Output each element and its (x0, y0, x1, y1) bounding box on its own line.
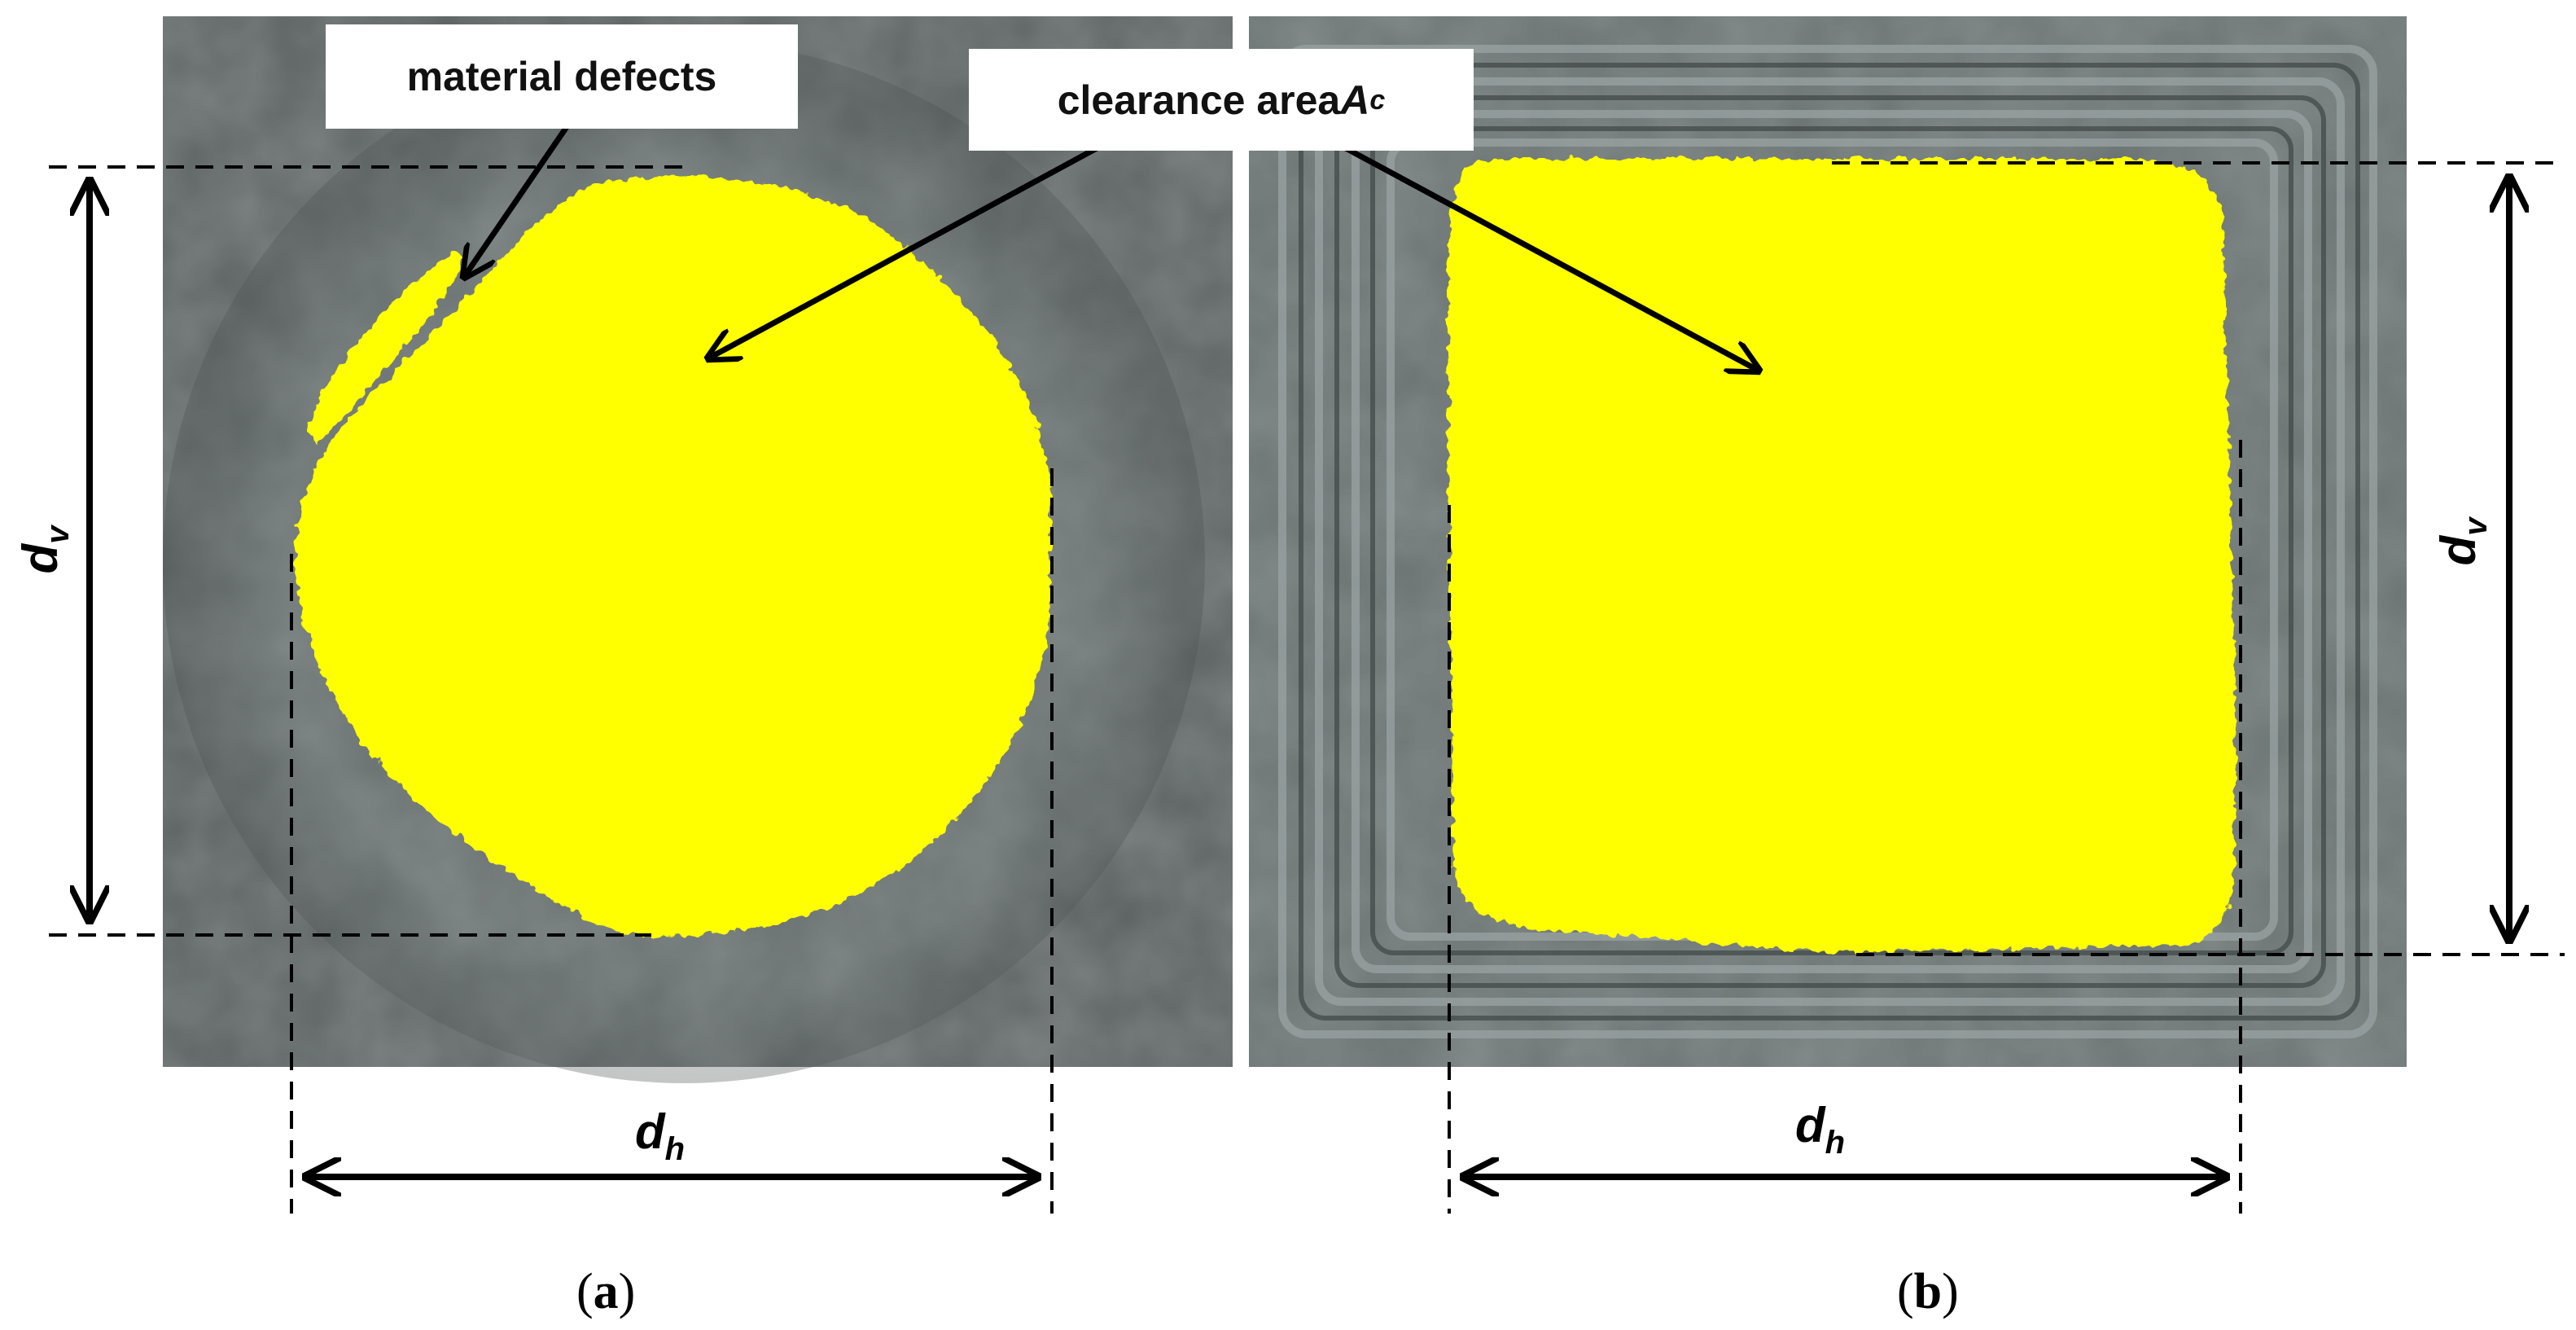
panel-b-caption: (b) (1897, 1264, 1959, 1319)
panel-a-dv-label: dv (13, 525, 76, 574)
callout-leaders (464, 121, 1759, 371)
material-defects-label: material defects (406, 54, 717, 99)
panel-a-material-defect (308, 252, 463, 444)
clearance-leader-arrow-b (1334, 139, 1759, 371)
defects-leader-arrow (464, 121, 572, 277)
clearance-area-symbol: A (1340, 77, 1370, 123)
clearance-area-label: clearance area (1057, 77, 1341, 123)
panel-a-caption: (a) (576, 1264, 636, 1319)
panel-a-clearance-area (295, 176, 1050, 937)
panel-b-dv-label: dv (2431, 517, 2494, 566)
panel-a-dh-label: dh (635, 1104, 686, 1167)
panel-b-dh-label: dh (1795, 1098, 1846, 1161)
clearance-area-subscript: c (1369, 84, 1386, 116)
dimension-extension-lines (49, 161, 2565, 1214)
panel-b (1249, 16, 2407, 1067)
panel-b-clearance-area (1448, 158, 2236, 953)
panel-a (163, 16, 1233, 1083)
dimension-arrows (90, 178, 2509, 1177)
material-defects-callout: material defects (326, 24, 798, 129)
clearance-leader-arrow-a (708, 139, 1109, 358)
